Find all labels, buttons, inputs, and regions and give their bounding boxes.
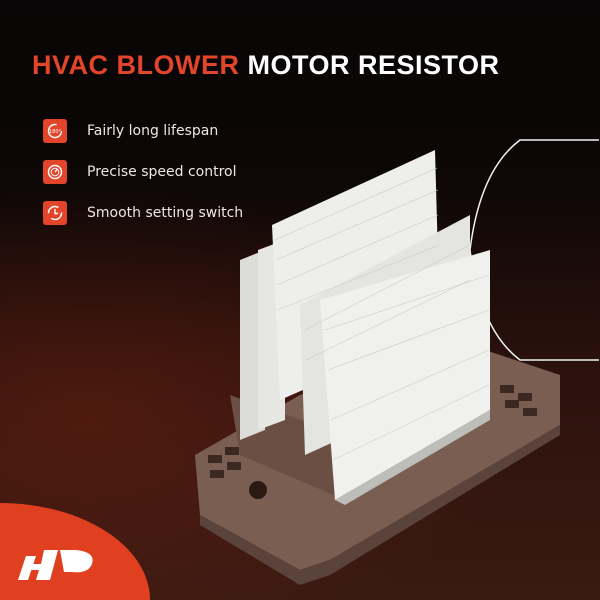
rotate-180-icon: 180°: [43, 119, 67, 143]
svg-text:180°: 180°: [49, 129, 62, 135]
page-title: HVAC BLOWER MOTOR RESISTOR: [32, 50, 572, 81]
feature-label: Precise speed control: [87, 164, 237, 180]
ap-brand-logo: [18, 550, 93, 580]
feature-item: Smooth setting switch: [43, 201, 243, 225]
feature-item: 180° Fairly long lifespan: [43, 119, 218, 143]
clock-switch-icon: [43, 201, 67, 225]
feature-item: Precise speed control: [43, 160, 236, 184]
title-accent: HVAC BLOWER: [32, 50, 240, 80]
heat-sink-fins: [240, 150, 490, 505]
title-rest: MOTOR RESISTOR: [239, 50, 500, 80]
feature-label: Smooth setting switch: [87, 205, 244, 221]
speedometer-icon: [43, 160, 67, 184]
feature-label: Fairly long lifespan: [87, 123, 219, 139]
